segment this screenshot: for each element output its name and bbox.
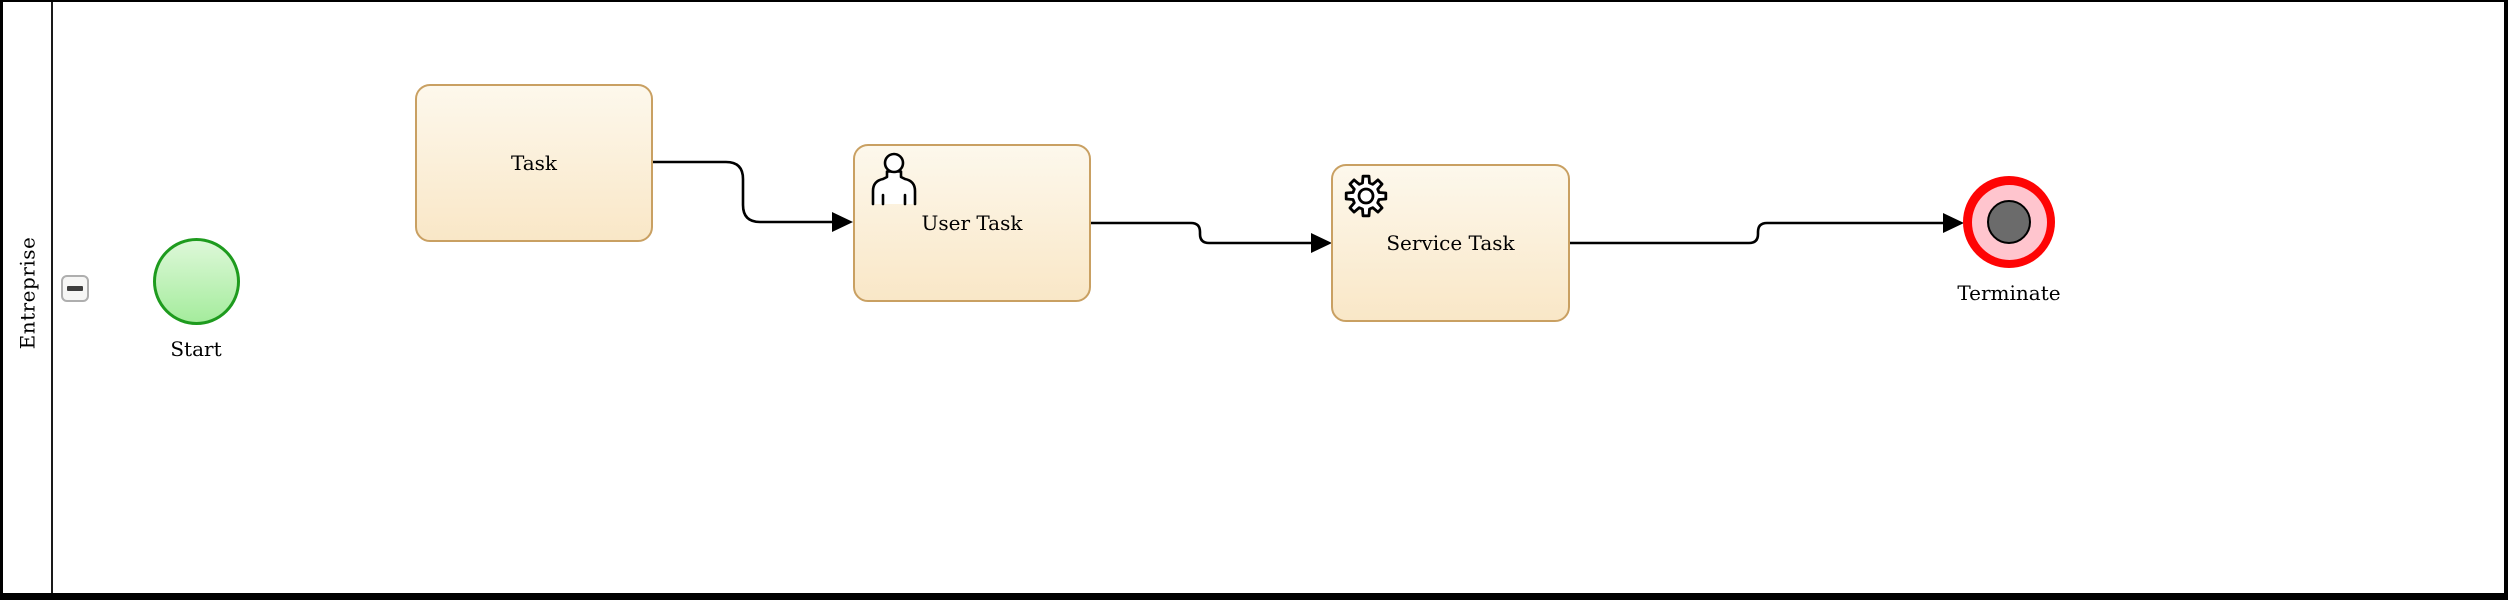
gear-icon bbox=[1344, 174, 1388, 218]
task-label: Task bbox=[510, 151, 558, 175]
user-task-label: User Task bbox=[921, 211, 1023, 235]
terminate-inner-circle bbox=[1987, 200, 2031, 244]
terminate-end-event[interactable] bbox=[1963, 176, 2055, 268]
start-event-label: Start bbox=[170, 337, 222, 361]
user-icon bbox=[871, 152, 917, 206]
user-task-node[interactable]: User Task bbox=[853, 144, 1091, 302]
minus-icon bbox=[67, 286, 83, 291]
flow-task-to-usertask[interactable] bbox=[653, 160, 853, 232]
service-task-label: Service Task bbox=[1386, 231, 1515, 255]
task-node[interactable]: Task bbox=[415, 84, 653, 242]
start-event[interactable] bbox=[153, 238, 240, 325]
pool-collapse-button[interactable] bbox=[61, 275, 89, 302]
sequence-flows bbox=[653, 160, 1964, 253]
service-task-node[interactable]: Service Task bbox=[1331, 164, 1570, 322]
flow-servicetask-to-terminate[interactable] bbox=[1570, 213, 1964, 245]
flow-usertask-to-servicetask[interactable] bbox=[1090, 221, 1332, 253]
terminate-ring bbox=[1971, 184, 2047, 260]
terminate-event-label: Terminate bbox=[1957, 281, 2061, 305]
pool-label-band: Entreprise bbox=[3, 2, 53, 593]
